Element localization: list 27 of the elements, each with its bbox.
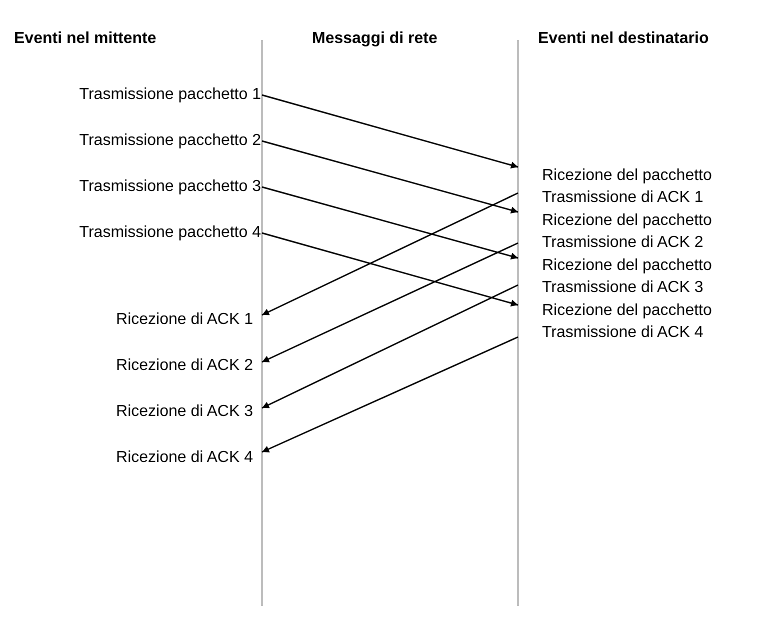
event-label: Trasmissione pacchetto 2 bbox=[79, 131, 261, 151]
column-heading: Eventi nel mittente bbox=[14, 30, 156, 48]
event-label: Trasmissione di ACK 1 bbox=[542, 188, 704, 208]
column-heading: Messaggi di rete bbox=[312, 30, 438, 48]
event-label: Trasmissione di ACK 3 bbox=[542, 278, 704, 298]
arrow bbox=[262, 140, 518, 214]
event-label: Trasmissione pacchetto 4 bbox=[79, 223, 261, 243]
arrow bbox=[262, 242, 518, 363]
event-label: Ricezione di ACK 2 bbox=[116, 356, 253, 376]
event-label: Ricezione del pacchetto bbox=[542, 256, 712, 276]
event-label: Ricezione del pacchetto bbox=[542, 211, 712, 231]
column-heading: Eventi nel destinatario bbox=[538, 30, 709, 48]
event-label: Ricezione del pacchetto bbox=[542, 301, 712, 321]
arrow bbox=[262, 186, 518, 260]
arrow bbox=[262, 192, 518, 316]
event-label: Trasmissione di ACK 2 bbox=[542, 233, 704, 253]
event-label: Trasmissione di ACK 4 bbox=[542, 323, 704, 343]
arrow bbox=[262, 232, 518, 306]
arrow bbox=[262, 94, 518, 168]
arrow bbox=[262, 284, 518, 409]
event-label: Ricezione di ACK 4 bbox=[116, 448, 253, 468]
event-label: Ricezione del pacchetto bbox=[542, 166, 712, 186]
event-label: Trasmissione pacchetto 1 bbox=[79, 85, 261, 105]
event-label: Ricezione di ACK 1 bbox=[116, 310, 253, 330]
arrow bbox=[262, 336, 518, 453]
event-label: Trasmissione pacchetto 3 bbox=[79, 177, 261, 197]
event-label: Ricezione di ACK 3 bbox=[116, 402, 253, 422]
